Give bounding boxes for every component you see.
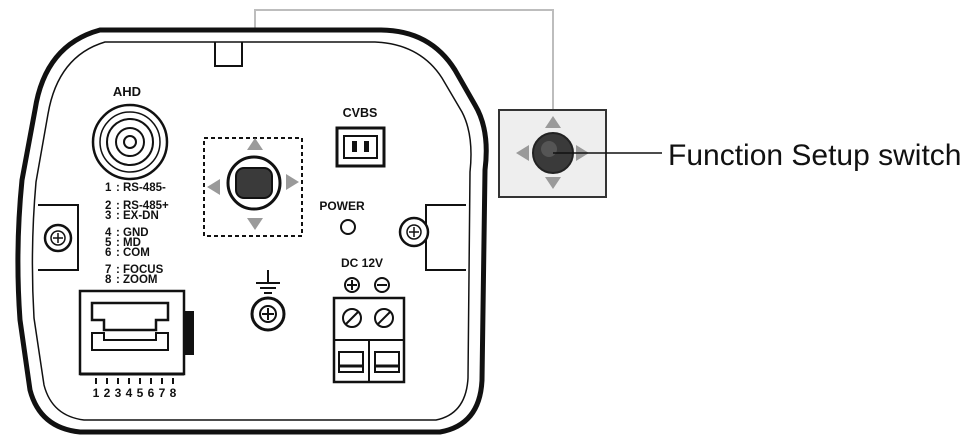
cvbs-connector [335,126,386,168]
pinout-name-4: GND [123,227,149,239]
pinout-colon: : [116,247,120,259]
callout-label: Function Setup switch [668,139,961,172]
pinout-colon: : [116,210,120,222]
pinout-name-8: ZOOM [123,274,158,286]
rj45-pin-number: 6 [148,386,155,400]
ahd-bnc-connector [91,103,169,181]
function-setup-joystick [203,137,303,237]
arrow-left-icon [207,179,220,195]
pinout-colon: : [116,274,120,286]
pinout-num-6: 6 [105,247,111,259]
pinout-name-6: COM [123,247,150,259]
pinout-name-3: EX-DN [123,210,159,222]
rj45-jack [78,289,194,376]
pinout-num-3: 3 [105,210,111,222]
arrow-right-icon [286,174,299,190]
rj45-pin-number: 8 [170,386,177,400]
pinout-colon: : [116,264,120,276]
pinout-num-1: 1 [105,182,112,194]
rj45-pin-number: 4 [126,386,133,400]
camera-body-inner-outline [31,41,472,421]
rj45-pin-number: 7 [159,386,166,400]
pinout-colon: : [116,237,120,249]
arrow-down-icon [247,218,263,230]
left-mounting-ear [38,204,79,271]
rj45-pin-numbers: 1 2 3 4 5 6 7 8 [93,386,177,400]
arrow-up-icon [247,138,263,150]
pinout-name-2: RS-485+ [123,200,169,212]
ground-symbol [256,270,280,294]
pinout-colon: : [116,227,120,239]
arrow-down-icon [545,177,561,189]
cvbs-label: CVBS [343,106,378,120]
polarity-minus-icon [374,277,390,293]
rj45-pin-number: 2 [104,386,111,400]
dc-12v-terminal-block [332,296,406,384]
pinout-name-5: MD [123,237,141,249]
rj45-pin-number: 5 [137,386,144,400]
pinout-colon: : [116,200,120,212]
ahd-label: AHD [113,84,141,99]
arrow-left-icon [516,145,529,161]
pinout-num-8: 8 [105,274,112,286]
rj45-pin-ticks [95,378,174,384]
rj45-pin-number: 1 [93,386,100,400]
rj45-pin-number: 3 [115,386,122,400]
pinout-num-4: 4 [105,227,112,239]
pinout-name-7: FOCUS [123,264,164,276]
pinout-num-7: 7 [105,264,111,276]
power-label: POWER [319,199,365,213]
right-mounting-ear [398,204,466,271]
ground-screw [250,296,286,332]
dc-12v-label: DC 12V [341,256,383,270]
polarity-plus-icon [344,277,360,293]
pinout-num-5: 5 [105,237,112,249]
pinout-name-1: RS-485- [123,182,166,194]
pinout-colon: : [116,182,120,194]
power-led [340,219,356,235]
top-notch [214,42,243,67]
pinout-list: 1 : RS-485- 2 : RS-485+ 3 : EX-DN 4 : GN… [105,182,169,286]
pinout-num-2: 2 [105,200,111,212]
arrow-up-icon [545,116,561,128]
